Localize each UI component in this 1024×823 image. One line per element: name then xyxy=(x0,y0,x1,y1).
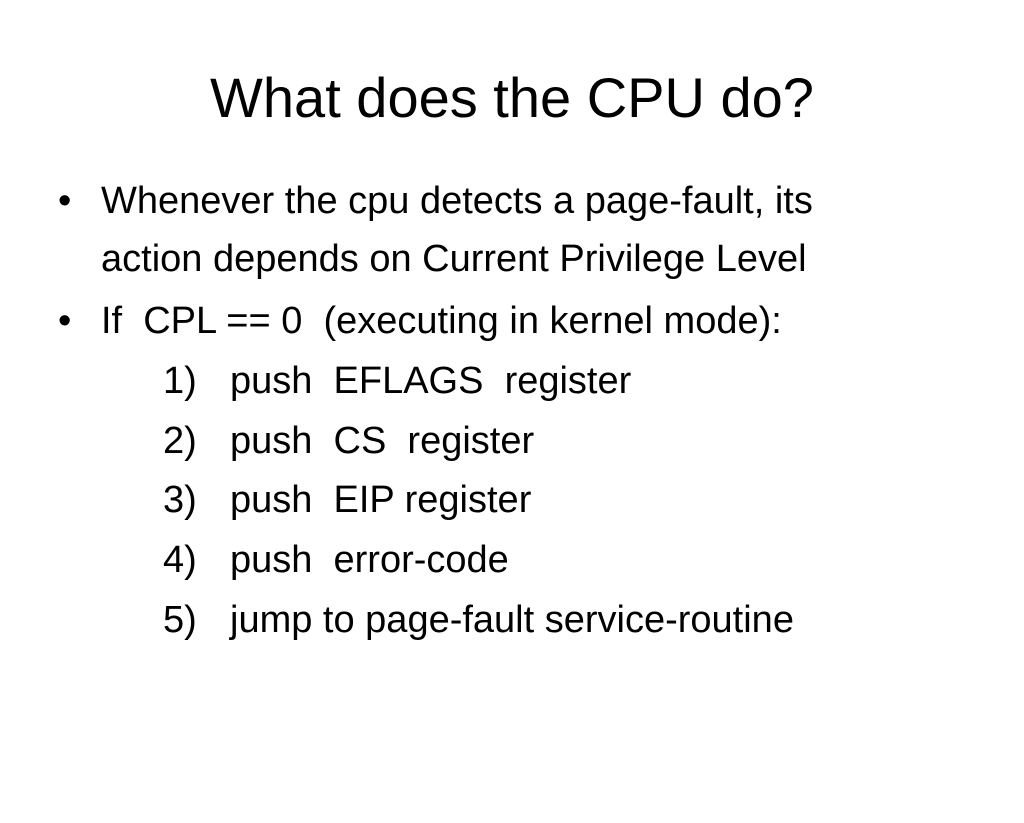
step-text: push EFLAGS register xyxy=(230,360,632,402)
step-item: 4) push error-code xyxy=(0,531,509,763)
step-text: push CS register xyxy=(230,420,535,462)
step-item: 3) push EIP register xyxy=(0,471,531,703)
bullet-marker: • xyxy=(58,300,72,342)
step-number: 4) xyxy=(163,539,197,581)
bullet-text: Whenever the cpu detects a page-fault, i… xyxy=(101,172,813,288)
bullet-marker: • xyxy=(58,180,72,222)
step-number: 1) xyxy=(163,360,197,402)
step-item: 1) push EFLAGS register xyxy=(0,352,631,584)
step-number: 3) xyxy=(163,479,197,521)
bullet-item-cpl: • If CPL == 0 (executing in kernel mode)… xyxy=(58,292,782,524)
step-text: push EIP register xyxy=(230,479,532,521)
bullet-text: If CPL == 0 (executing in kernel mode): xyxy=(101,300,782,342)
bullet-item-page-fault: • Whenever the cpu detects a page-fault,… xyxy=(58,172,813,404)
step-item: 5) jump to page-fault service-routine xyxy=(0,591,794,823)
step-item: 2) push CS register xyxy=(0,412,534,644)
step-text: push error-code xyxy=(230,539,509,581)
slide-title: What does the CPU do? xyxy=(210,66,814,129)
step-text: jump to page-fault service-routine xyxy=(230,599,794,641)
bullet-line: Whenever the cpu detects a page-fault, i… xyxy=(101,180,813,222)
bullet-line: action depends on Current Privilege Leve… xyxy=(101,238,807,280)
step-number: 2) xyxy=(163,420,197,462)
slide: What does the CPU do? • Whenever the cpu… xyxy=(0,66,814,763)
step-number: 5) xyxy=(163,599,197,641)
